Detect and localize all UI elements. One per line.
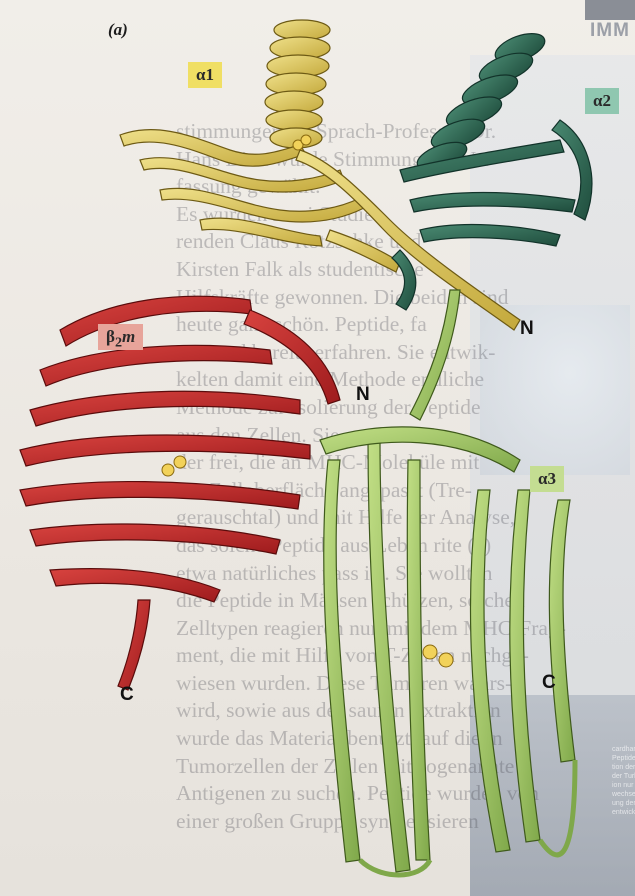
disulfide-sphere-alpha2 bbox=[301, 135, 311, 145]
alpha3-strand bbox=[549, 500, 575, 762]
label-beta2m-base: β bbox=[106, 327, 115, 346]
panel-label: (a) bbox=[108, 20, 128, 40]
beta2m-strand bbox=[40, 345, 272, 386]
label-beta2m-subscript: 2 bbox=[115, 334, 122, 350]
alpha2-domain bbox=[392, 28, 592, 310]
alpha3-strand bbox=[510, 490, 540, 842]
disulfide-sphere-alpha3 bbox=[439, 653, 453, 667]
disulfide-sphere-beta2m bbox=[162, 464, 174, 476]
beta2m-strand bbox=[30, 391, 300, 426]
label-alpha1: α1 bbox=[188, 62, 222, 88]
beta2m-c-tail bbox=[118, 600, 150, 690]
alpha3-strand bbox=[324, 460, 360, 862]
beta2m-strand bbox=[30, 524, 280, 554]
alpha3-strand bbox=[368, 440, 410, 872]
alpha3-bottom-loop bbox=[540, 760, 575, 855]
label-beta2m: β2m bbox=[98, 324, 143, 350]
beta2m-domain bbox=[20, 296, 340, 690]
alpha2-sheet bbox=[392, 120, 592, 310]
disulfide-sphere-beta2m bbox=[174, 456, 186, 468]
beta2m-strand bbox=[60, 296, 252, 346]
beta2m-n-terminus: N bbox=[356, 384, 370, 406]
alpha3-linker bbox=[410, 290, 460, 420]
heavy-chain-n-terminus: N bbox=[520, 318, 534, 340]
disulfide-sphere-alpha3 bbox=[423, 645, 437, 659]
alpha3-strand bbox=[407, 460, 430, 860]
label-beta2m-tail: m bbox=[122, 327, 135, 346]
beta2m-strand bbox=[20, 482, 300, 509]
heavy-chain-c-terminus: C bbox=[542, 672, 556, 694]
beta2m-strand bbox=[50, 569, 220, 602]
alpha3-strand bbox=[471, 490, 510, 852]
label-alpha2: α2 bbox=[585, 88, 619, 114]
beta2m-c-terminus: C bbox=[120, 684, 134, 706]
beta2m-strand bbox=[20, 435, 310, 466]
alpha1-domain bbox=[120, 20, 520, 330]
alpha3-domain bbox=[320, 290, 575, 875]
alpha1-helix bbox=[265, 20, 330, 148]
label-alpha3: α3 bbox=[530, 466, 564, 492]
